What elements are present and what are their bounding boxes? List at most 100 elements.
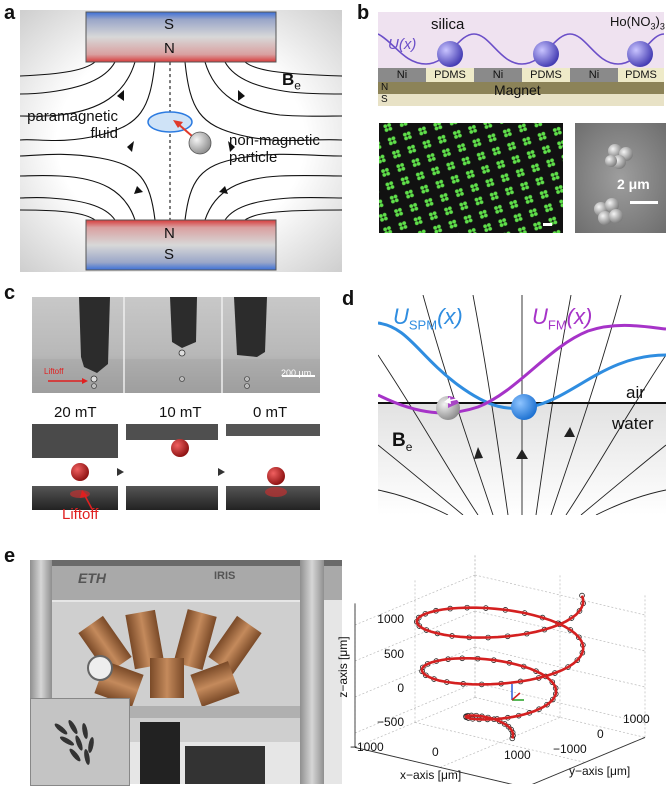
strip-label: PDMS <box>434 69 466 81</box>
bottom-magnet-s: S <box>164 246 175 263</box>
bottom-magnet-n: N <box>164 225 175 242</box>
probe-2 <box>170 297 197 348</box>
top-magnet-s: S <box>164 16 175 33</box>
apparatus-photo <box>30 560 342 784</box>
strip-label: Ni <box>588 69 600 81</box>
field-label-d: Be <box>392 430 412 454</box>
x-tick-0: 0 <box>432 745 439 759</box>
water-label: water <box>612 414 654 433</box>
strip-layer <box>378 68 664 82</box>
z-tick-0: 0 <box>397 681 404 695</box>
u-fm-sub: FM <box>547 317 567 333</box>
grid-line <box>474 610 646 652</box>
green-clusters <box>379 123 563 233</box>
helix-marker <box>574 657 581 663</box>
field-label-a-main: B <box>282 70 295 89</box>
magnet-s <box>378 94 664 106</box>
right-post <box>300 560 324 784</box>
render-ball-2 <box>171 439 189 457</box>
fluid-label-line2: fluid <box>90 125 118 142</box>
panel-d-diagram <box>378 295 666 515</box>
silica-label: silica <box>431 16 465 33</box>
render-strip <box>32 424 320 510</box>
z-tick-1000: 1000 <box>377 612 404 626</box>
field-arrows <box>117 90 245 194</box>
sem-scalebar <box>630 201 658 204</box>
strip-label: Ni <box>396 69 408 81</box>
field-label-a-sub: e <box>294 78 301 93</box>
non-magnetic-particle <box>188 131 212 155</box>
pattern-micrograph <box>379 123 563 233</box>
helix-marker <box>505 723 512 730</box>
microscope <box>140 722 180 784</box>
render-ball-3 <box>267 467 285 485</box>
helix-marker <box>549 696 556 703</box>
grid-line <box>354 610 476 662</box>
grid-line <box>414 722 586 763</box>
ho-sub2: 3 <box>659 21 665 32</box>
ho-close: ) <box>655 14 660 29</box>
microscope-strip <box>32 297 320 393</box>
grid-line <box>474 697 646 738</box>
magnet-label: Magnet <box>494 82 541 98</box>
bottom-magnet <box>85 219 277 271</box>
field-lines <box>20 61 342 221</box>
field-label-d-sub: e <box>405 439 413 454</box>
sem-clusters <box>575 123 666 233</box>
frame-text-iris: IRIS <box>214 570 236 582</box>
liftoff-label: Liftoff <box>62 506 99 523</box>
top-magnet <box>85 11 277 63</box>
u-spm-main: U <box>393 304 409 329</box>
ho-main: Ho(NO <box>610 14 651 29</box>
y-tick-0: 0 <box>597 727 604 741</box>
fluid-label-line1: paramagnetic <box>27 108 118 125</box>
x-tick-neg1000: −1000 <box>350 740 384 754</box>
field-label-a: Be <box>282 70 301 92</box>
panel-c-label: c <box>4 282 16 304</box>
helix-series <box>413 592 586 742</box>
y-axis-line <box>531 736 646 784</box>
probe-1 <box>79 297 110 373</box>
magnet-n-label: N <box>381 82 389 93</box>
field-label-20: 20 mT <box>54 404 97 421</box>
grid-line <box>354 574 476 626</box>
panel-a-diagram <box>20 10 342 272</box>
field-label-0: 0 mT <box>253 404 288 421</box>
plate-1 <box>32 424 118 458</box>
grid-line <box>354 646 476 698</box>
magnet-s-label: S <box>381 94 388 105</box>
swarm-shapes <box>54 719 94 765</box>
field-label-d-main: B <box>392 430 406 451</box>
z-tick-500: 500 <box>383 647 404 661</box>
u-fm-arg: (x) <box>566 304 593 329</box>
x-tick-1000: 1000 <box>504 748 531 762</box>
silica-bead-2 <box>533 41 559 67</box>
y-axis-label: y−axis [μm] <box>569 764 631 778</box>
origin-triad <box>511 684 524 701</box>
frame-text-eth: ETH <box>78 570 106 586</box>
grid-line <box>474 646 646 688</box>
particle-label: non-magnetic particle <box>229 132 320 166</box>
panel-d-label: d <box>342 288 355 310</box>
air-label: air <box>626 383 645 402</box>
render-ball-1 <box>71 463 89 481</box>
liftoff-small-label: Liftoff <box>44 367 64 376</box>
grid-line <box>474 682 646 724</box>
strip-label: PDMS <box>625 69 657 81</box>
panel-b-label: b <box>357 2 370 24</box>
y-tick-neg1000: −1000 <box>553 742 587 756</box>
u-spm-label: USPM(x) <box>393 304 463 332</box>
helix-marker <box>416 623 423 629</box>
u-spm-arg: (x) <box>437 304 463 329</box>
micro-scalebar-label: 200 μm <box>281 368 312 378</box>
u-fm-label: UFM(x) <box>532 304 592 332</box>
x-axis-line <box>354 746 513 784</box>
helix-3d-plot <box>354 553 646 784</box>
z-tick-neg500: −500 <box>376 715 404 729</box>
ho-sub: 3 <box>650 21 656 32</box>
d-field-lines <box>378 295 666 515</box>
plate-2 <box>126 424 218 440</box>
potential-curve <box>378 33 664 65</box>
particle-label-line2: particle <box>229 149 278 166</box>
u-fm-main: U <box>532 304 548 329</box>
